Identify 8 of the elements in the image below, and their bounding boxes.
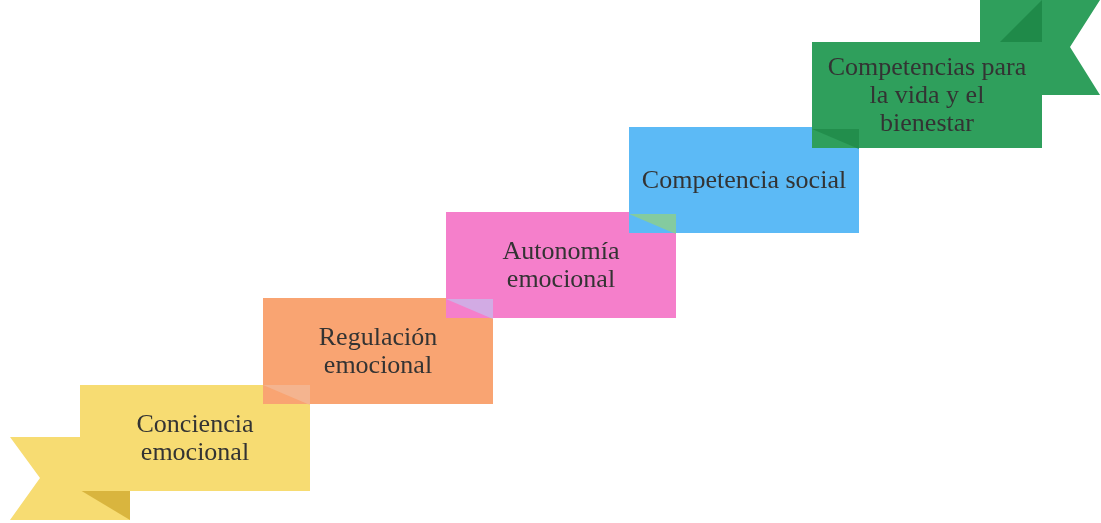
step-label: Autonomía emocional bbox=[501, 237, 621, 293]
step-label: Competencia social bbox=[641, 166, 847, 194]
ribbon-step bbox=[263, 298, 493, 404]
ribbon-step bbox=[446, 212, 676, 318]
step-label: Conciencia emocional bbox=[135, 410, 255, 466]
step-label: Regulación emocional bbox=[317, 323, 439, 379]
step-label: Competencias para la vida y el bienestar bbox=[826, 53, 1028, 137]
ribbon-step bbox=[629, 127, 859, 233]
